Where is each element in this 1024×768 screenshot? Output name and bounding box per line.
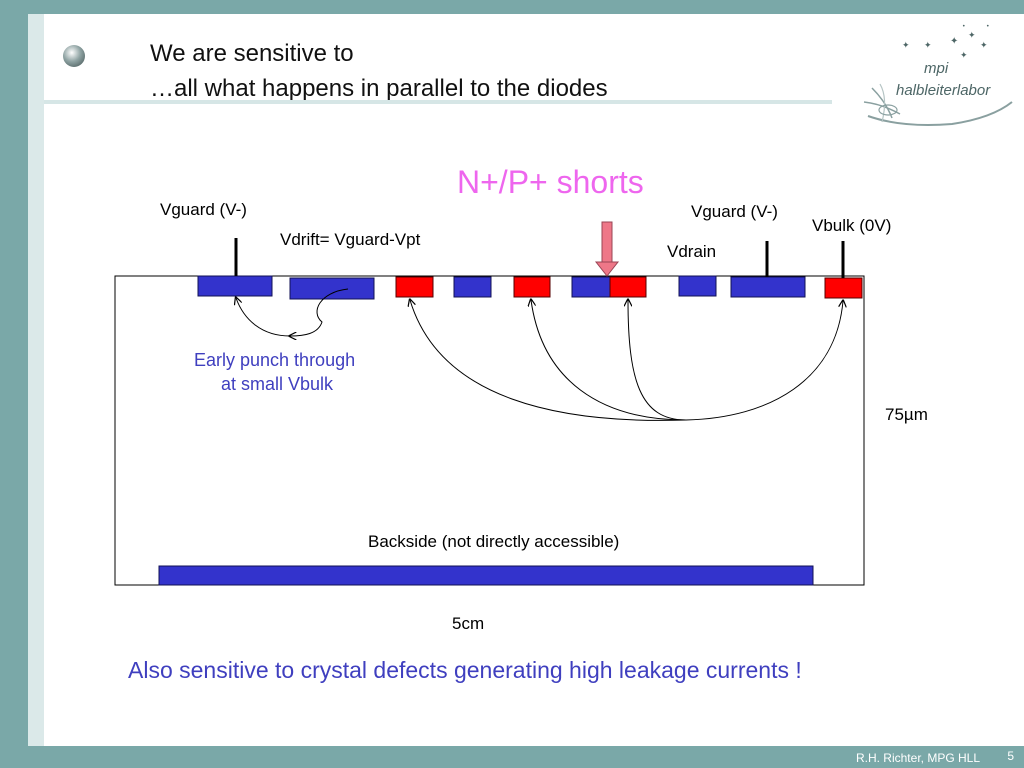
svg-text:✦: ✦ xyxy=(924,41,932,51)
svg-text:✦: ✦ xyxy=(950,36,958,47)
footer-bar xyxy=(0,746,1024,768)
p-implant xyxy=(513,276,551,298)
crystal-defects-note: Also sensitive to crystal defects genera… xyxy=(128,657,802,683)
leakage-path-4 xyxy=(685,301,843,421)
mpi-halbleiterlabor-logo: ✦ ✦ ✦ ✦ ✦ ✦ • • mpi halbleiterlabor xyxy=(863,23,1013,126)
n-implant xyxy=(453,276,492,298)
punch-through-note-line-1: Early punch through xyxy=(194,350,356,370)
leakage-path-3 xyxy=(628,300,687,421)
p-implant-shorted xyxy=(609,276,647,298)
n-implant-drain xyxy=(678,275,717,297)
sphere-bullet-icon xyxy=(63,45,85,67)
svg-text:✦: ✦ xyxy=(968,31,976,41)
short-indicator-arrow xyxy=(594,221,620,277)
title-line-1: We are sensitive to xyxy=(150,40,354,67)
punch-through-arrow-right xyxy=(290,288,349,336)
label-thickness: 75µm xyxy=(885,405,928,424)
p-implant xyxy=(395,276,434,298)
svg-text:•: • xyxy=(986,23,990,30)
shorts-heading: N+/P+ shorts xyxy=(457,164,644,200)
svg-text:✦: ✦ xyxy=(960,51,968,61)
n-implant-guard-right xyxy=(730,276,806,298)
leakage-path-1 xyxy=(410,300,687,421)
svg-text:✦: ✦ xyxy=(902,41,910,51)
title-divider xyxy=(44,100,832,104)
p-implant-bulk-contact xyxy=(824,277,863,299)
n-implant-drift xyxy=(289,277,375,300)
leakage-path-2 xyxy=(531,300,687,421)
frame-left xyxy=(0,0,28,768)
label-vdrift: Vdrift= Vguard-Vpt xyxy=(280,230,421,249)
backside-implant xyxy=(158,565,814,586)
label-vguard-right: Vguard (V-) xyxy=(691,202,778,221)
frame-inner-left xyxy=(28,14,44,746)
svg-text:•: • xyxy=(962,23,966,30)
logo-text-mpi: mpi xyxy=(924,60,949,77)
silicon-bulk xyxy=(114,275,865,586)
label-backside: Backside (not directly accessible) xyxy=(368,532,620,551)
label-vdrain: Vdrain xyxy=(667,242,717,261)
svg-text:✦: ✦ xyxy=(980,41,988,51)
logo-text-halbleiterlabor: halbleiterlabor xyxy=(896,82,991,99)
punch-through-arrow-left xyxy=(236,298,291,337)
punch-through-note-line-2: at small Vbulk xyxy=(221,374,334,394)
page-number: 5 xyxy=(1007,749,1014,763)
label-vguard-left: Vguard (V-) xyxy=(160,200,247,219)
label-width: 5cm xyxy=(452,614,485,633)
frame-top xyxy=(0,0,1024,14)
footer-author: R.H. Richter, MPG HLL xyxy=(855,751,980,765)
title-line-2: …all what happens in parallel to the dio… xyxy=(150,75,608,102)
label-vbulk: Vbulk (0V) xyxy=(812,216,892,235)
n-implant-shorted xyxy=(571,276,611,298)
n-implant-guard-left xyxy=(197,275,273,297)
